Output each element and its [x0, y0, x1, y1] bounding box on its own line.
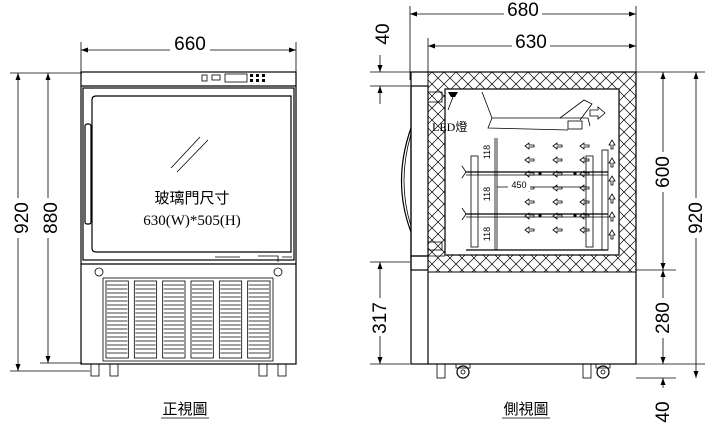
- grille-column: [162, 280, 186, 359]
- shelf-rack: 118 118 118: [461, 138, 616, 251]
- power-switch-icon: [201, 74, 208, 82]
- evaporator-assembly: [481, 91, 606, 131]
- rack-upright-back: [585, 155, 594, 248]
- side-bottom-gap-label: 40: [653, 401, 674, 422]
- side-lower-door-label: 317: [370, 302, 391, 334]
- shelf-depth-label: 450: [511, 180, 526, 190]
- front-height-inner-label: 880: [41, 202, 62, 234]
- shelf-pitch-label-3: 118: [482, 227, 492, 241]
- side-lower-door-dimension: 317: [368, 261, 410, 365]
- side-top-gap-dimension: 40: [370, 23, 425, 104]
- front-width-label: 660: [174, 34, 206, 55]
- control-panel: [201, 73, 265, 83]
- shelf-pitch-label-1: 118: [482, 145, 492, 159]
- inner-chamber: [444, 88, 620, 256]
- grille-column: [190, 280, 214, 359]
- side-wheels: [436, 363, 611, 379]
- front-height-inner-dimension: 880: [38, 73, 82, 364]
- front-feet: [90, 363, 287, 377]
- door-handle: [84, 123, 92, 225]
- temperature-display: [224, 73, 248, 83]
- grille-column: [247, 280, 271, 359]
- side-right-dimensions: 600 280 920 40: [636, 71, 708, 423]
- front-view-caption: 正視圖: [162, 400, 207, 418]
- led-label: LED燈: [432, 119, 467, 134]
- grille-frame: [102, 277, 274, 362]
- rack-upright-front: [470, 155, 479, 248]
- grille-column: [218, 280, 243, 359]
- rack-upright-rear: [601, 149, 609, 251]
- front-view: 660 920 880: [8, 34, 297, 419]
- front-height-outer-label: 920: [12, 202, 33, 234]
- side-top-gap-label: 40: [373, 23, 394, 44]
- side-total-height-label: 920: [686, 202, 707, 234]
- front-width-dimension: 660: [80, 34, 297, 72]
- airflow-arrow-out: [589, 106, 606, 120]
- front-cabinet-body: [80, 71, 297, 365]
- glass-size-title: 玻璃門尺寸: [154, 190, 229, 207]
- side-depth-inner-label: 630: [515, 32, 547, 53]
- side-door: [410, 85, 429, 257]
- side-door-handle: [400, 127, 412, 233]
- side-base-height-label: 280: [653, 302, 674, 334]
- front-screw-left: [94, 267, 104, 277]
- airflow-arrows: [524, 139, 616, 240]
- side-depth-inner-dimension: 630: [427, 32, 636, 72]
- ventilation-grille: [102, 277, 274, 362]
- side-depth-outer-dimension: 680: [409, 0, 637, 80]
- led-lamp: LED燈: [432, 92, 467, 134]
- side-cabinet-height-label: 600: [653, 156, 674, 188]
- front-door-frame: [82, 87, 295, 261]
- side-depth-outer-label: 680: [507, 0, 539, 21]
- front-screw-right: [273, 267, 283, 277]
- glass-door: [91, 95, 292, 253]
- shelf-depth-dimension: 450: [497, 179, 586, 191]
- grille-column: [133, 280, 158, 359]
- side-view-caption: 側視圖: [503, 400, 548, 418]
- grille-column: [105, 280, 129, 359]
- glass-size-value: 630(W)*505(H): [143, 213, 240, 229]
- side-view: 680 630 40 317: [368, 0, 708, 423]
- shelf-pitch-label-2: 118: [482, 187, 492, 201]
